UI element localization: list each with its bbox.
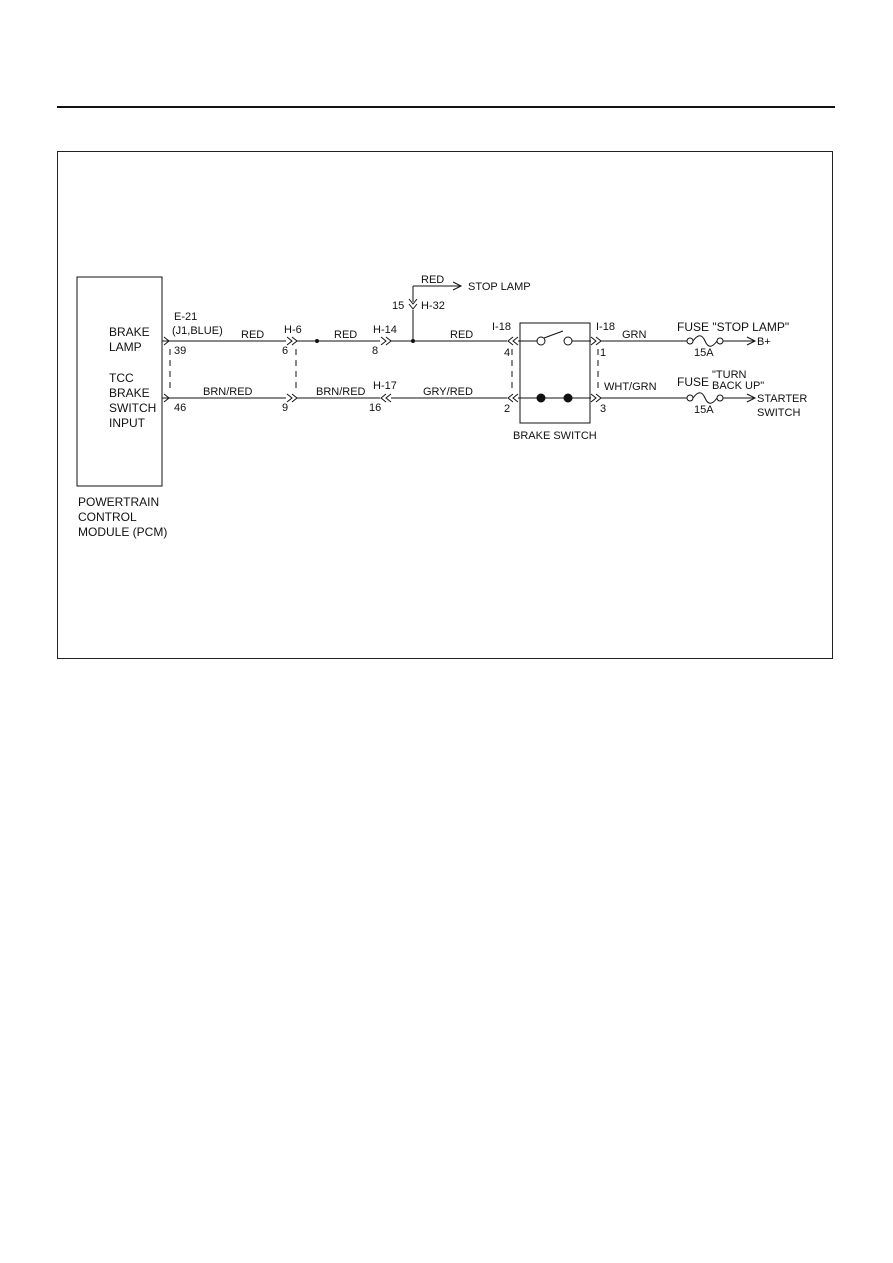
fuse-stop-lamp-amp: 15A — [694, 347, 714, 359]
h17-chevron-1 — [380, 393, 387, 403]
fuse-turn-label-line1: "TURN — [712, 369, 747, 381]
wire-label-grn: GRN — [622, 329, 647, 341]
h6-chevron-bot-2 — [291, 393, 298, 403]
arrow-b-plus — [746, 336, 757, 346]
pcm-caption-line1: POWERTRAIN — [78, 495, 159, 509]
connector-h6: H-6 — [284, 324, 302, 336]
diagram-frame — [57, 151, 833, 659]
pcm-tcc-line2: BRAKE — [109, 386, 150, 400]
pin-39: 39 — [174, 345, 186, 357]
splice-dot-red-1 — [315, 339, 319, 343]
i18r-chevron-bot-2 — [595, 393, 602, 403]
h17-chevron-2 — [385, 393, 392, 403]
h6-chevron-bot-1 — [286, 393, 293, 403]
starter-switch-label-line1: STARTER — [757, 393, 807, 405]
i18r-chevron-bot-1 — [590, 393, 597, 403]
e21-chevron-top — [163, 336, 170, 346]
pcm-box — [76, 276, 163, 487]
connector-i18-right: I-18 — [596, 321, 615, 333]
fuse-turn-back-up-amp: 15A — [694, 404, 714, 416]
wire-label-red-3: RED — [450, 329, 473, 341]
pcm-caption-line2: CONTROL — [78, 510, 137, 524]
connector-h32: H-32 — [421, 300, 445, 312]
switch-upper-contact-left — [536, 336, 546, 346]
brake-switch-box — [519, 322, 591, 424]
brake-switch-label: BRAKE SWITCH — [513, 430, 597, 442]
header-rule — [57, 106, 835, 108]
arrow-stop-lamp — [452, 281, 463, 291]
b-plus-label: B+ — [757, 336, 771, 348]
connector-h17: H-17 — [373, 380, 397, 392]
i18l-chevron-top-1 — [507, 336, 514, 346]
fuse-turn-back-up-element — [692, 392, 718, 404]
e21-chevron-bottom — [163, 393, 170, 403]
stop-lamp-label: STOP LAMP — [468, 281, 531, 293]
pin-4: 4 — [504, 347, 510, 359]
pin-3: 3 — [600, 403, 606, 415]
pin-1: 1 — [600, 347, 606, 359]
starter-switch-label-line2: SWITCH — [757, 407, 800, 419]
fuse-stop-lamp-label: FUSE "STOP LAMP" — [677, 320, 789, 334]
switch-lower-contact-left — [536, 393, 546, 403]
pcm-brake-lamp-line1: BRAKE — [109, 325, 150, 339]
pcm-brake-lamp-line2: LAMP — [109, 340, 142, 354]
h6-chevron-top-1 — [286, 336, 293, 346]
wire-label-red-2: RED — [334, 329, 357, 341]
fuse-stop-lamp-end-left — [686, 337, 694, 345]
connector-h14: H-14 — [373, 324, 397, 336]
pin-9: 9 — [282, 402, 288, 414]
pcm-caption-line3: MODULE (PCM) — [78, 525, 167, 539]
fuse-turn-label-line2: BACK UP" — [712, 380, 764, 392]
i18l-chevron-top-2 — [512, 336, 519, 346]
connector-e21-sub: (J1,BLUE) — [172, 325, 223, 337]
i18l-chevron-bot-2 — [512, 393, 519, 403]
pin-16: 16 — [369, 402, 381, 414]
wire-label-gry-red: GRY/RED — [423, 386, 473, 398]
h14-chevron-2 — [385, 336, 392, 346]
pcm-tcc-line1: TCC — [109, 371, 134, 385]
i18l-chevron-bot-1 — [507, 393, 514, 403]
switch-lower-contact-right — [563, 393, 573, 403]
h32-chevron-1 — [408, 298, 418, 305]
connector-e21: E-21 — [174, 311, 197, 323]
switch-upper-blade — [543, 330, 564, 339]
pin-6: 6 — [282, 345, 288, 357]
connector-i18-left: I-18 — [492, 321, 511, 333]
i18r-chevron-top-1 — [590, 336, 597, 346]
pin-15: 15 — [392, 300, 404, 312]
pin-2: 2 — [504, 403, 510, 415]
i18r-chevron-top-2 — [595, 336, 602, 346]
h6-chevron-top-2 — [291, 336, 298, 346]
pcm-tcc-line4: INPUT — [109, 416, 146, 430]
pin-8: 8 — [372, 345, 378, 357]
fuse-stop-lamp-end-right — [716, 337, 724, 345]
splice-dot-red-2 — [411, 339, 415, 343]
pin-46: 46 — [174, 402, 186, 414]
wire-label-red-1: RED — [241, 329, 264, 341]
wire-label-wht-grn: WHT/GRN — [604, 381, 657, 393]
fuse-turn-back-up-end-right — [716, 394, 724, 402]
fuse-turn-back-up-end-left — [686, 394, 694, 402]
wire-label-red-stop: RED — [421, 274, 444, 286]
fuse-stop-lamp-element — [692, 335, 718, 347]
arrow-starter-switch — [746, 393, 757, 403]
h32-chevron-2 — [408, 303, 418, 310]
fuse-turn-word: FUSE — [677, 375, 709, 389]
h14-chevron-1 — [380, 336, 387, 346]
switch-upper-contact-right — [563, 336, 573, 346]
pcm-tcc-line3: SWITCH — [109, 401, 156, 415]
wire-label-brn-red-1: BRN/RED — [203, 386, 253, 398]
wire-label-brn-red-2: BRN/RED — [316, 386, 366, 398]
